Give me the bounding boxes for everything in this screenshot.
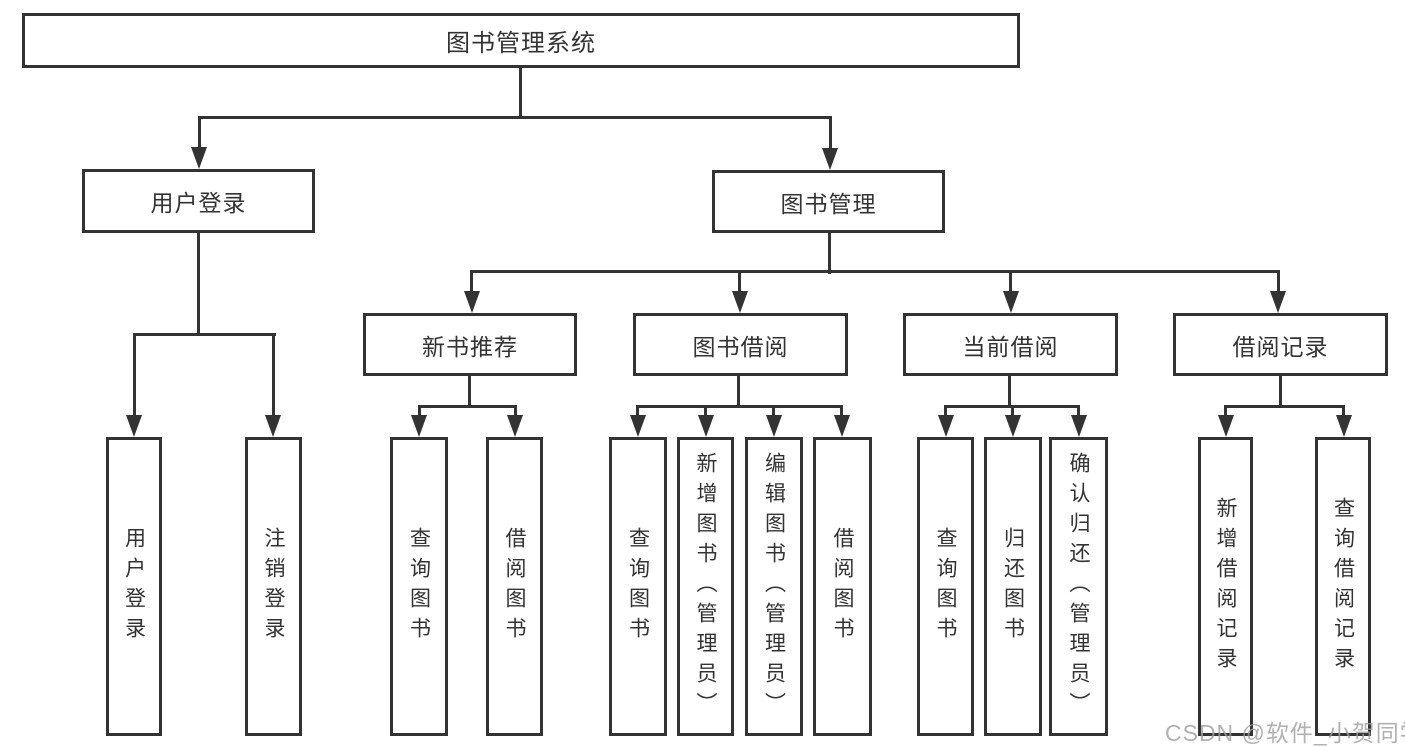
connector-line <box>133 333 136 417</box>
connector-line <box>828 233 831 274</box>
node-borrowing-records: 借阅记录 <box>1173 313 1388 376</box>
leaf-return-books: 归还图书 <box>984 437 1042 736</box>
connector-line <box>519 68 522 119</box>
node-label: 当前借阅 <box>962 333 1059 360</box>
connector-line <box>197 233 200 336</box>
connector-line <box>470 270 473 293</box>
leaf-label: 注销登录 <box>262 526 285 647</box>
connector-line <box>418 405 421 417</box>
node-user-login: 用户登录 <box>82 169 315 233</box>
leaf-query-books-current: 查询图书 <box>917 437 974 736</box>
node-label: 借阅记录 <box>1232 333 1329 360</box>
node-library-management-system: 图书管理系统 <box>22 13 1020 68</box>
leaf-add-books-admin: 新增图书（管理员） <box>677 437 734 736</box>
connector-line <box>272 333 275 417</box>
node-label: 图书借阅 <box>692 333 789 360</box>
connector-line <box>944 405 947 417</box>
connector-line <box>1077 405 1080 417</box>
connector-line <box>418 405 517 408</box>
connector-line <box>1224 405 1345 408</box>
connector-line <box>636 405 639 417</box>
leaf-label: 查询图书 <box>626 526 650 647</box>
connector-line <box>198 116 832 119</box>
arrow-down-icon <box>1003 291 1019 313</box>
connector-line <box>1011 405 1014 417</box>
leaf-query-books-recommend: 查询图书 <box>390 437 448 736</box>
connector-line <box>198 116 201 154</box>
connector-line <box>737 376 740 408</box>
connector-line <box>1224 405 1227 417</box>
connector-line <box>829 116 832 154</box>
node-book-management: 图书管理 <box>712 170 945 233</box>
arrow-down-icon <box>411 415 427 437</box>
arrow-down-icon <box>938 415 954 437</box>
connector-line <box>704 405 707 417</box>
arrow-down-icon <box>834 415 850 437</box>
node-label: 图书管理 <box>780 190 877 217</box>
node-book-borrowing: 图书借阅 <box>633 313 848 376</box>
node-label: 用户登录 <box>150 190 247 216</box>
leaf-label: 查询图书 <box>407 526 431 647</box>
connector-line <box>514 405 517 417</box>
arrow-down-icon <box>732 291 748 313</box>
node-label: 图书管理系统 <box>446 30 596 57</box>
connector-line <box>470 270 1280 273</box>
arrow-down-icon <box>1270 291 1286 313</box>
connector-line <box>133 333 276 336</box>
leaf-label: 查询借阅记录 <box>1331 496 1355 677</box>
leaf-label: 借阅图书 <box>503 526 526 647</box>
leaf-label: 编辑图书（管理员） <box>762 451 786 722</box>
node-label: 新书推荐 <box>422 333 518 360</box>
connector-line <box>772 405 775 417</box>
arrow-down-icon <box>698 415 714 437</box>
connector-line <box>636 405 843 408</box>
connector-line <box>1009 270 1012 293</box>
node-new-book-recommendation: 新书推荐 <box>363 313 577 376</box>
leaf-label: 借阅图书 <box>831 526 854 647</box>
arrow-down-icon <box>126 415 142 437</box>
leaf-borrow-books-borrowing: 借阅图书 <box>813 437 872 736</box>
arrow-down-icon <box>766 415 782 437</box>
leaf-label: 用户登录 <box>122 526 146 647</box>
connector-line <box>1277 270 1280 293</box>
arrow-down-icon <box>1218 415 1234 437</box>
connector-line <box>738 270 741 293</box>
leaf-label: 归还图书 <box>1001 526 1025 647</box>
leaf-query-borrow-record: 查询借阅记录 <box>1315 437 1371 736</box>
node-current-borrowing: 当前借阅 <box>903 313 1118 376</box>
leaf-confirm-return-admin: 确认归还（管理员） <box>1049 437 1108 736</box>
connector-line <box>1008 376 1011 408</box>
connector-line <box>1279 376 1282 408</box>
leaf-edit-books-admin: 编辑图书（管理员） <box>745 437 803 736</box>
connector-line <box>1342 405 1345 417</box>
arrow-down-icon <box>265 415 281 437</box>
arrow-down-icon <box>822 148 838 170</box>
leaf-label: 确认归还（管理员） <box>1067 451 1090 722</box>
arrow-down-icon <box>191 147 207 169</box>
arrow-down-icon <box>630 415 646 437</box>
leaf-user-login: 用户登录 <box>106 437 162 736</box>
leaf-add-borrow-record: 新增借阅记录 <box>1198 437 1253 736</box>
leaf-borrow-books-recommend: 借阅图书 <box>486 437 543 736</box>
watermark: CSDN @软件_小贺同学 <box>1165 720 1405 746</box>
leaf-label: 新增图书（管理员） <box>694 451 717 722</box>
arrow-down-icon <box>464 291 480 313</box>
leaf-query-books-borrowing: 查询图书 <box>609 437 667 736</box>
leaf-logout: 注销登录 <box>245 437 302 736</box>
leaf-label: 新增借阅记录 <box>1214 496 1237 677</box>
connector-line <box>840 405 843 417</box>
arrow-down-icon <box>1071 415 1087 437</box>
leaf-label: 查询图书 <box>934 526 957 647</box>
arrow-down-icon <box>1336 415 1352 437</box>
connector-line <box>468 376 471 408</box>
arrow-down-icon <box>1005 415 1021 437</box>
arrow-down-icon <box>507 415 523 437</box>
